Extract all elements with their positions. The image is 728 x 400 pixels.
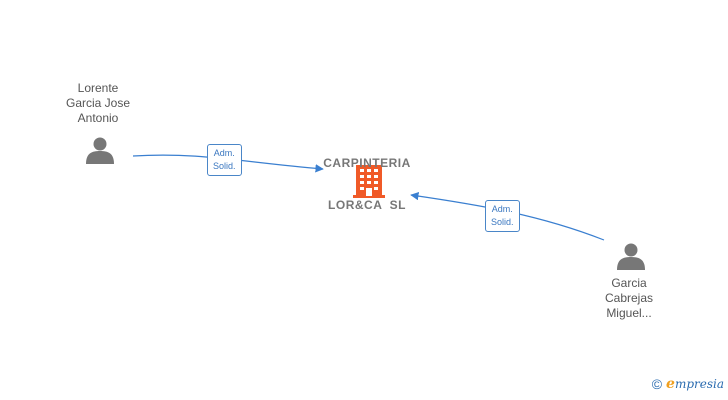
person-name-line: Garcia Jose xyxy=(65,96,131,110)
relation-label: Solid. xyxy=(213,161,236,171)
person-name-garcia[interactable]: Garcia Cabrejas Miguel... xyxy=(569,276,689,321)
relation-badge-lorente[interactable]: Adm. Solid. xyxy=(207,144,242,176)
relation-label: Adm. xyxy=(491,204,513,214)
copyright-icon: © xyxy=(651,376,663,392)
company-name-line: CARPINTERIA xyxy=(323,156,411,170)
person-name-line: Miguel... xyxy=(606,306,652,320)
brand-logo-e: e xyxy=(666,376,675,392)
person-name-line: Lorente xyxy=(77,81,119,95)
building-icon[interactable] xyxy=(353,165,385,198)
person-name-lorente[interactable]: Lorente Garcia Jose Antonio xyxy=(38,81,158,126)
relation-label: Adm. xyxy=(213,148,235,158)
brand-logo[interactable]: empresia xyxy=(666,376,724,392)
brand-logo-rest: mpresia xyxy=(674,377,724,391)
company-name-line: LOR&CA SL xyxy=(328,198,406,212)
person-name-line: Antonio xyxy=(77,111,119,125)
person-name-line: Garcia xyxy=(611,276,647,290)
relation-label: Solid. xyxy=(491,217,514,227)
person-name-line: Cabrejas xyxy=(604,291,654,305)
footer-brand: © empresia xyxy=(652,376,724,392)
relation-badge-garcia[interactable]: Adm. Solid. xyxy=(485,200,520,232)
person-icon[interactable] xyxy=(617,243,645,271)
person-icon[interactable] xyxy=(86,137,114,165)
company-name[interactable]: CARPINTERIA LOR&CA SL xyxy=(302,128,432,226)
